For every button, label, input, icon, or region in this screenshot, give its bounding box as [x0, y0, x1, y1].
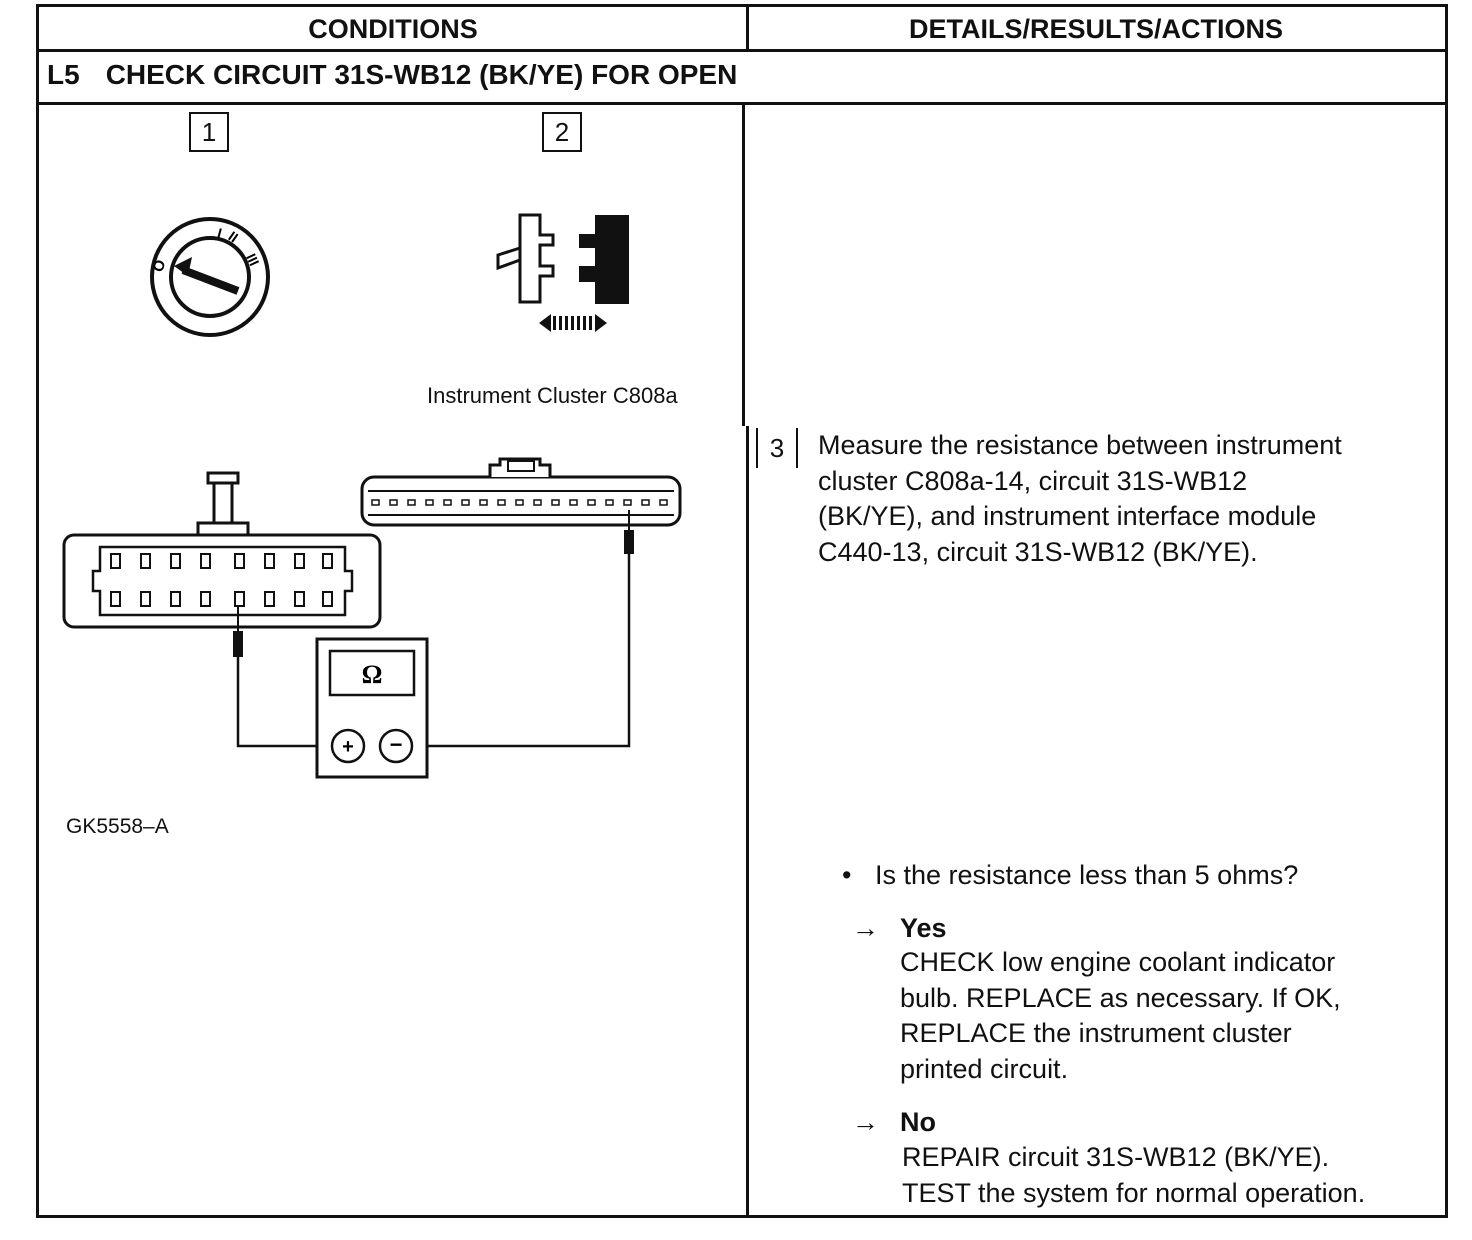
yes-line: REPLACE the instrument cluster: [900, 1018, 1292, 1048]
yes-line: bulb. REPLACE as necessary. If OK,: [900, 982, 1341, 1013]
no-arrow-icon: →: [852, 1107, 879, 1137]
connector-disconnect-icon: [496, 213, 629, 332]
details-header: DETAILS/RESULTS/ACTIONS: [908, 13, 1283, 44]
yes-action: CHECK low engine coolant indicator bulb.…: [900, 945, 1341, 1087]
no-line: TEST the system for normal operation.: [902, 1177, 1366, 1208]
figure-id: GK5558–A: [66, 815, 169, 838]
connector-label: Instrument Cluster C808a: [427, 383, 678, 408]
step-3-text: Measure the resistance between instrumen…: [818, 428, 1342, 570]
svg-text:+: +: [342, 736, 354, 758]
step-3-line: (BK/YE), and instrument interface module: [818, 501, 1317, 531]
no-line: REPAIR circuit 31S-WB12 (BK/YE).: [902, 1142, 1330, 1172]
step-title: L5 CHECK CIRCUIT 31S-WB12 (BK/YE) FOR OPE…: [47, 59, 737, 91]
yes-arrow-icon: →: [852, 913, 879, 943]
step-number: L5: [47, 59, 80, 90]
conditions-header: CONDITIONS: [308, 13, 478, 44]
title-rule: [39, 102, 1445, 105]
ignition-switch-icon: O I II III: [149, 217, 270, 337]
no-label: No: [900, 1107, 936, 1137]
header-divider: [746, 7, 749, 51]
column-divider-upper: [742, 104, 745, 426]
yes-line: CHECK low engine coolant indicator: [900, 947, 1336, 977]
svg-text:Ω: Ω: [362, 660, 383, 689]
step-title-text: CHECK CIRCUIT 31S-WB12 (BK/YE) FOR OPEN: [105, 59, 738, 90]
measurement-diagram: Ω + −: [62, 457, 682, 779]
header-rule: [39, 49, 1445, 52]
step-3-line: C440-13, circuit 31S-WB12 (BK/YE).: [818, 536, 1258, 567]
step-3-box: 3: [756, 428, 798, 468]
ohmmeter-icon: Ω + −: [315, 637, 429, 779]
question-bullet: •: [842, 860, 852, 890]
svg-text:−: −: [390, 732, 403, 757]
step-3-line: cluster C808a-14, circuit 31S-WB12: [818, 465, 1248, 496]
step-1-box: 1: [189, 112, 229, 152]
question-text: Is the resistance less than 5 ohms?: [875, 860, 1299, 890]
step-2-box: 2: [542, 112, 582, 152]
yes-label: Yes: [900, 913, 947, 943]
no-action: REPAIR circuit 31S-WB12 (BK/YE). TEST th…: [902, 1140, 1365, 1211]
module-connector: [62, 533, 382, 629]
yes-line: printed circuit.: [900, 1053, 1069, 1084]
step-3-line: Measure the resistance between instrumen…: [818, 430, 1342, 460]
cluster-connector: [360, 475, 682, 527]
svg-text:I: I: [216, 225, 224, 241]
column-divider-lower: [746, 426, 749, 1215]
